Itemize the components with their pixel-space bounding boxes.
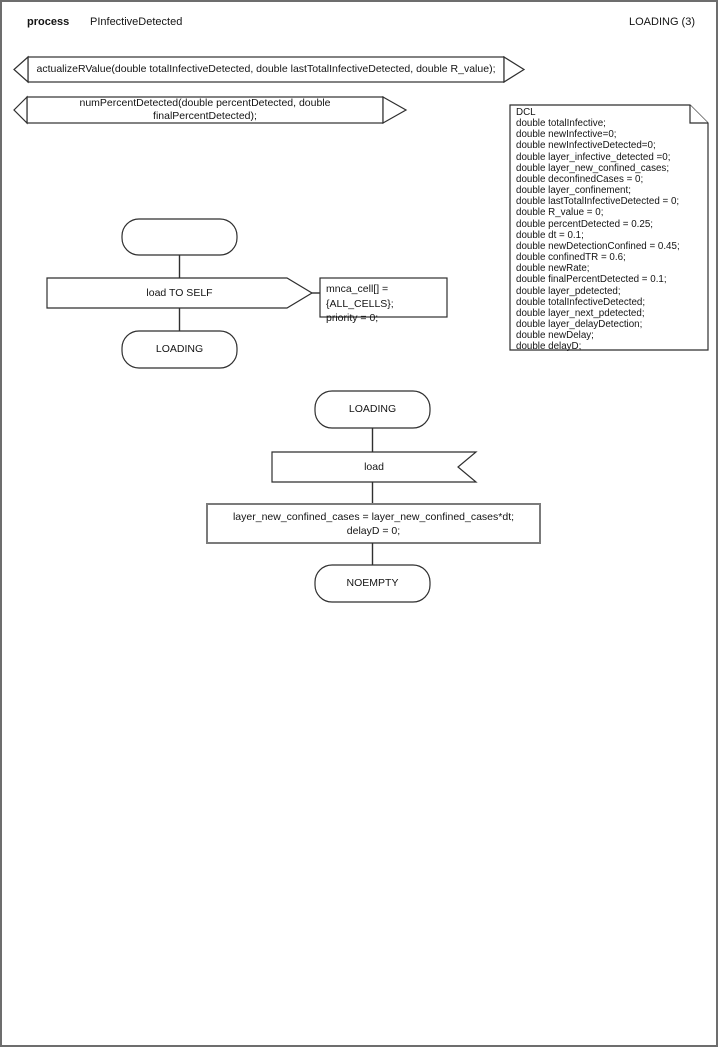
start-state-symbol[interactable] <box>121 218 238 256</box>
state-symbol-loading-2[interactable] <box>314 390 431 429</box>
state-symbol-noempty[interactable] <box>314 564 431 603</box>
left-chevron-cap <box>13 55 29 84</box>
procedure-declaration-symbol-2[interactable] <box>13 95 408 125</box>
task-symbol[interactable] <box>206 503 541 544</box>
right-chevron-cap <box>382 95 408 125</box>
input-symbol-load[interactable] <box>271 451 478 483</box>
dcl-declaration-box[interactable] <box>509 104 709 351</box>
folded-corner-icon <box>689 105 708 124</box>
right-chevron-cap <box>503 55 526 84</box>
left-chevron-cap <box>13 95 28 125</box>
state-symbol-loading-1[interactable] <box>121 330 238 369</box>
header-state-label: LOADING (3) <box>628 16 695 28</box>
output-symbol-load-to-self[interactable] <box>46 277 314 309</box>
comment-text-box[interactable] <box>319 277 448 318</box>
header-kind-label: process <box>27 16 70 28</box>
header-process-name: PInfectiveDetected <box>90 16 183 28</box>
procedure-declaration-symbol-1[interactable] <box>13 55 526 84</box>
